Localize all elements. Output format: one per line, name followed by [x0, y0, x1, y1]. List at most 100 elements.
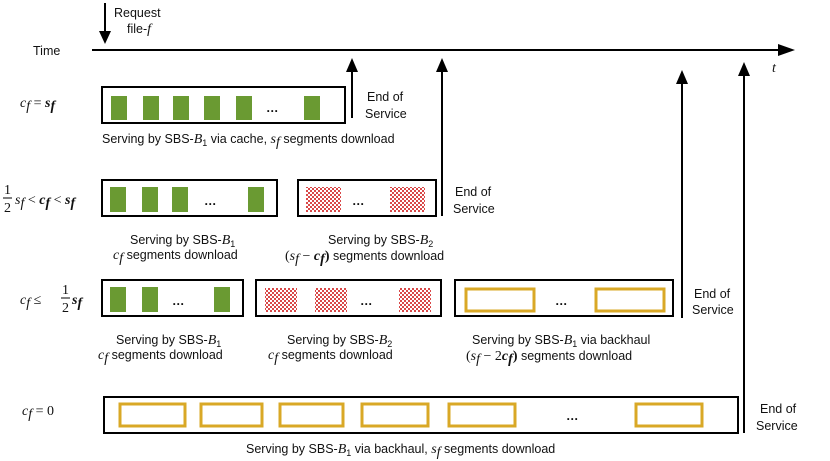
backhaul-segment: [594, 287, 666, 313]
sbs1-segment: [214, 287, 230, 312]
sbs1-segment: [248, 187, 264, 212]
row4-backhaul-segments: [118, 402, 704, 428]
svg-text:sf: sf: [71, 293, 83, 311]
row3-ellipsis-1: …: [172, 294, 185, 308]
svg-text:Serving by SBS-B1 via backhaul: Serving by SBS-B1 via backhaul: [472, 333, 650, 349]
row4-box: [103, 396, 739, 434]
sbs2-segment: [306, 187, 341, 212]
row3-sbs2-segments: [265, 288, 431, 312]
svg-text:End of: End of: [367, 90, 404, 104]
sbs2-segment: [399, 288, 431, 312]
cache-segment: [143, 96, 159, 120]
svg-text:Service: Service: [453, 202, 495, 216]
end-of-service-label-2: End of Service: [453, 185, 495, 216]
sbs2-segment: [390, 187, 425, 212]
row2-condition: 1 2 sf < cf < sf: [3, 183, 77, 216]
svg-text:Service: Service: [365, 107, 407, 121]
request-file-label: file-f: [127, 22, 153, 37]
row3-condition: cf ≤ 1 2 sf: [20, 283, 83, 316]
svg-text:(sf − 2cf) segments download: (sf − 2cf) segments download: [466, 349, 632, 367]
sbs1-segment: [142, 287, 158, 312]
svg-text:End of: End of: [694, 287, 731, 301]
row2-sbs2-segments: [306, 187, 425, 212]
svg-text:1: 1: [62, 283, 69, 298]
cache-segment: [304, 96, 320, 120]
cache-segment: [204, 96, 220, 120]
svg-text:End of: End of: [455, 185, 492, 199]
row4-condition: cf = 0: [22, 404, 54, 422]
sbs1-segment: [110, 187, 126, 212]
row2-box-sbs1: [101, 179, 278, 217]
backhaul-segment: [360, 402, 430, 428]
row1-segments: [111, 96, 320, 120]
row2-ellipsis-1: …: [204, 194, 217, 208]
backhaul-segment: [278, 402, 345, 428]
row4-caption: Serving by SBS-B1 via backhaul, sf segme…: [246, 442, 555, 460]
row3-caption-sbs1: Serving by SBS-B1 cf segments download: [98, 333, 223, 366]
svg-text:Service: Service: [756, 419, 798, 433]
row1-box: [101, 86, 346, 124]
end-of-service-label-3: End of Service: [692, 287, 734, 317]
request-label: Request: [114, 6, 161, 20]
request-file-prefix: file-: [127, 22, 147, 36]
sbs1-segment: [142, 187, 158, 212]
sbs1-segment: [172, 187, 188, 212]
row3-sbs1-segments: [110, 287, 230, 312]
svg-text:cf segments download: cf segments download: [98, 348, 223, 366]
end-of-service-label-1: End of Service: [365, 90, 407, 121]
end-of-service-label-4: End of Service: [756, 402, 798, 433]
svg-text:cf segments download: cf segments download: [113, 248, 238, 266]
svg-text:Serving by SBS-B2: Serving by SBS-B2: [328, 233, 433, 249]
backhaul-segment: [464, 287, 536, 313]
svg-text:cf segments download: cf segments download: [268, 348, 393, 366]
svg-text:cf ≤: cf ≤: [20, 293, 42, 311]
svg-text:1: 1: [4, 183, 11, 198]
cache-segment: [111, 96, 127, 120]
row4-ellipsis: …: [566, 409, 579, 423]
row3-box-backhaul: [454, 279, 674, 317]
svg-text:Serving by SBS-B1: Serving by SBS-B1: [130, 233, 235, 249]
row3-backhaul-segments: [464, 287, 666, 313]
row3-box-sbs1: [101, 279, 244, 317]
backhaul-segment: [634, 402, 704, 428]
end-arrow-1-head: [346, 58, 358, 72]
sbs2-segment: [265, 288, 297, 312]
svg-text:Serving by SBS-B1: Serving by SBS-B1: [116, 333, 221, 349]
t-label: t: [772, 61, 777, 76]
svg-text:2: 2: [62, 301, 69, 316]
svg-text:End of: End of: [760, 402, 797, 416]
row1-caption: Serving by SBS-B1 via cache, sf segments…: [102, 132, 395, 150]
backhaul-segment: [118, 402, 187, 428]
cache-segment: [173, 96, 189, 120]
end-arrow-2-head: [436, 58, 448, 72]
row2-box-sbs2: [297, 179, 437, 217]
row2-ellipsis-2: …: [352, 194, 365, 208]
end-arrow-4-head: [738, 62, 750, 76]
request-file-var: f: [147, 22, 153, 37]
row3-caption-backhaul: Serving by SBS-B1 via backhaul (sf − 2cf…: [466, 333, 650, 367]
row1-condition: cf = sf: [20, 96, 56, 114]
row2-caption-sbs2: Serving by SBS-B2 (sf − cf) segments dow…: [285, 233, 444, 267]
svg-text:Serving by SBS-B2: Serving by SBS-B2: [287, 333, 392, 349]
svg-text:(sf − cf) segments download: (sf − cf) segments download: [285, 249, 444, 267]
svg-text:Service: Service: [692, 303, 734, 317]
cache-segment: [236, 96, 252, 120]
sbs1-segment: [110, 287, 126, 312]
svg-text:sf < cf < sf: sf < cf < sf: [15, 193, 77, 211]
row3-box-sbs2: [255, 279, 442, 317]
end-arrow-3-head: [676, 70, 688, 84]
row3-caption-sbs2: Serving by SBS-B2 cf segments download: [268, 333, 393, 366]
time-label: Time: [33, 44, 60, 58]
backhaul-segment: [199, 402, 264, 428]
row1-ellipsis: …: [266, 101, 279, 115]
svg-text:2: 2: [4, 201, 11, 216]
timeline-arrow-head: [778, 44, 795, 56]
row3-ellipsis-2: …: [360, 294, 373, 308]
row2-sbs1-segments: [110, 187, 264, 212]
backhaul-segment: [447, 402, 517, 428]
request-arrow-head: [99, 31, 111, 44]
row3-ellipsis-3: …: [555, 294, 568, 308]
row2-caption-sbs1: Serving by SBS-B1 cf segments download: [113, 233, 238, 266]
sbs2-segment: [315, 288, 347, 312]
